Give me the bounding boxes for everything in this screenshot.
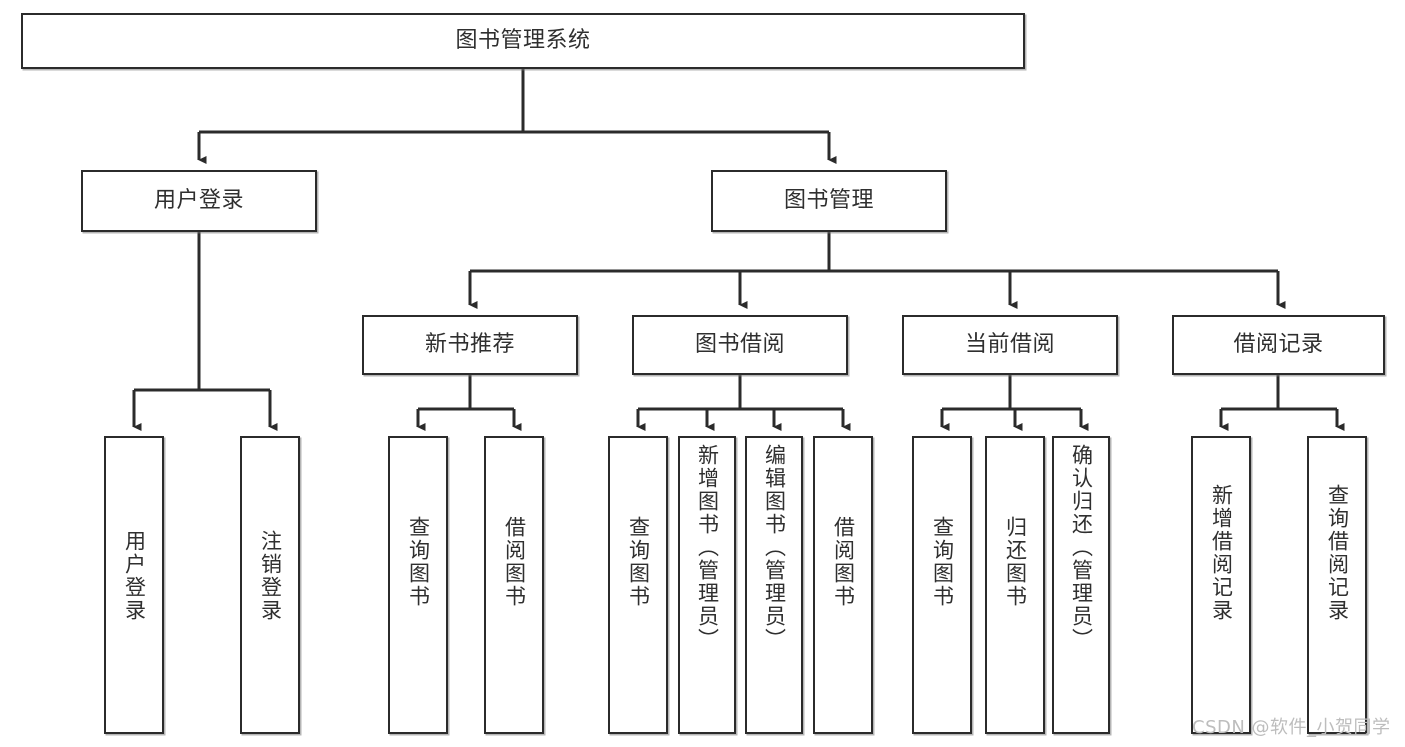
node-leaf-logout-login[interactable]: 注销登录 bbox=[240, 436, 300, 734]
node-leaf-borrow-book-recommend[interactable]: 借阅图书 bbox=[484, 436, 544, 734]
node-label: 图书借阅 bbox=[694, 332, 785, 358]
node-leaf-query-book-current[interactable]: 查询图书 bbox=[912, 436, 972, 734]
node-leaf-add-borrow-record[interactable]: 新增借阅记录 bbox=[1191, 436, 1251, 734]
node-leaf-add-book-admin[interactable]: 新增图书（管理员） bbox=[678, 436, 736, 734]
node-label: 当前借阅 bbox=[964, 332, 1055, 358]
node-current-borrow[interactable]: 当前借阅 bbox=[902, 315, 1118, 375]
node-label: 编辑图书（管理员） bbox=[762, 444, 787, 651]
node-leaf-query-book-borrow[interactable]: 查询图书 bbox=[608, 436, 668, 734]
watermark-text: CSDN @软件_小贺同学 bbox=[1192, 717, 1391, 738]
node-label: 图书管理 bbox=[783, 188, 874, 214]
node-label: 查询图书 bbox=[930, 516, 955, 608]
node-label: 新书推荐 bbox=[424, 332, 515, 358]
node-label: 确认归还（管理员） bbox=[1069, 444, 1094, 651]
node-leaf-borrow-book[interactable]: 借阅图书 bbox=[813, 436, 873, 734]
node-label: 借阅记录 bbox=[1233, 332, 1324, 358]
node-book-borrow[interactable]: 图书借阅 bbox=[632, 315, 848, 375]
node-label: 归还图书 bbox=[1003, 516, 1028, 608]
node-user-login[interactable]: 用户登录 bbox=[81, 170, 317, 232]
node-new-book-recommend[interactable]: 新书推荐 bbox=[362, 315, 578, 375]
node-label: 借阅图书 bbox=[502, 516, 527, 608]
node-root-system[interactable]: 图书管理系统 bbox=[21, 13, 1025, 69]
node-leaf-return-book[interactable]: 归还图书 bbox=[985, 436, 1045, 734]
node-leaf-edit-book-admin[interactable]: 编辑图书（管理员） bbox=[745, 436, 803, 734]
node-borrow-record[interactable]: 借阅记录 bbox=[1172, 315, 1385, 375]
node-label: 注销登录 bbox=[258, 530, 283, 622]
node-label: 图书管理系统 bbox=[455, 28, 591, 54]
node-label: 借阅图书 bbox=[831, 516, 856, 608]
node-leaf-confirm-return-admin[interactable]: 确认归还（管理员） bbox=[1052, 436, 1110, 734]
node-book-management[interactable]: 图书管理 bbox=[711, 170, 947, 232]
node-label: 查询图书 bbox=[406, 516, 431, 608]
node-label: 查询借阅记录 bbox=[1325, 484, 1350, 622]
node-label: 新增借阅记录 bbox=[1209, 484, 1234, 622]
node-label: 用户登录 bbox=[122, 530, 147, 622]
node-label: 新增图书（管理员） bbox=[695, 444, 720, 651]
node-leaf-query-book-recommend[interactable]: 查询图书 bbox=[388, 436, 448, 734]
node-label: 查询图书 bbox=[626, 516, 651, 608]
node-label: 用户登录 bbox=[153, 188, 244, 214]
node-leaf-query-borrow-record[interactable]: 查询借阅记录 bbox=[1307, 436, 1367, 734]
node-leaf-user-login[interactable]: 用户登录 bbox=[104, 436, 164, 734]
